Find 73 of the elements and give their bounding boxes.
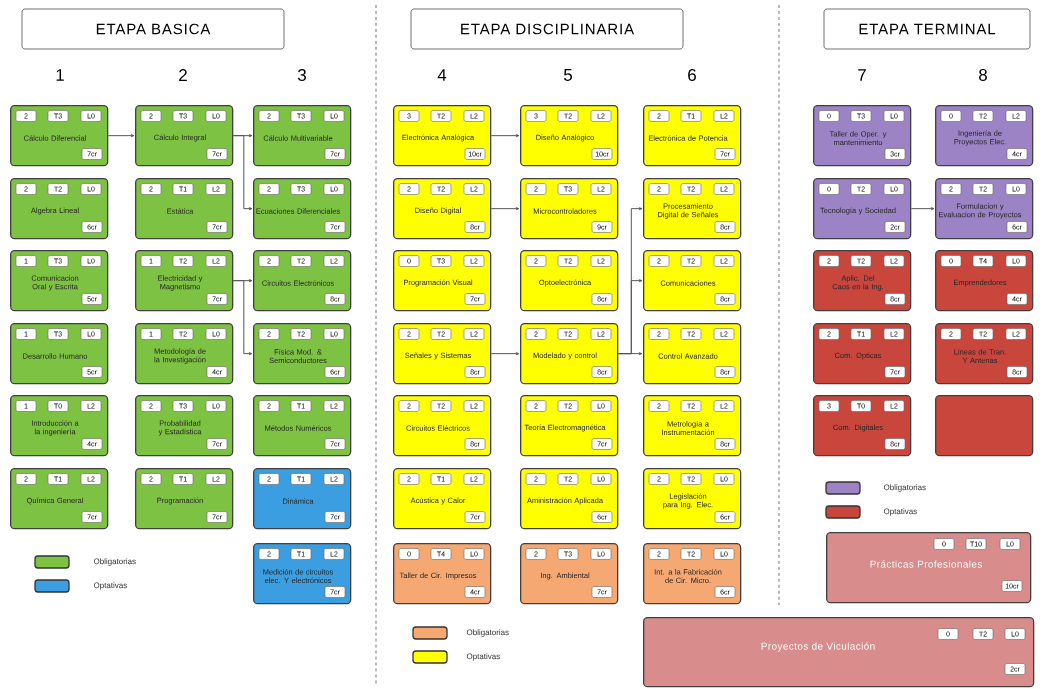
arrow: [490, 207, 520, 211]
course-box: [10, 468, 109, 530]
course-box: [643, 323, 742, 385]
course-box: [813, 323, 912, 385]
course-box: [813, 250, 912, 312]
arrow: [490, 352, 520, 356]
course-box: [520, 105, 619, 167]
arrow: [910, 207, 935, 211]
course-box: [520, 543, 619, 605]
column-number: 1: [56, 69, 64, 81]
arrow: [107, 134, 135, 138]
course-box: [10, 105, 109, 167]
column-number: 3: [297, 69, 306, 81]
course-box: [393, 323, 492, 385]
course-name: Prácticas Profesionales: [870, 560, 982, 568]
course-name: Proyectos de Viculación: [761, 642, 875, 652]
course-box: [135, 323, 234, 385]
course-box: [393, 250, 492, 312]
course-box: [935, 323, 1034, 385]
course-box: [10, 323, 109, 385]
course-box: [643, 250, 742, 312]
course-box: [520, 178, 619, 240]
column-number: 8: [979, 69, 987, 81]
stage-header: ETAPA TERMINAL: [823, 8, 1031, 50]
course-box: [393, 178, 492, 240]
course-box: [935, 250, 1034, 312]
stage-header: ETAPA DISCIPLINARIA: [410, 8, 684, 50]
course-box: [826, 532, 1032, 604]
course-box: [813, 178, 912, 240]
course-box: [253, 543, 352, 605]
course-box: [393, 395, 492, 457]
course-box: [520, 323, 619, 385]
course-box: [643, 543, 742, 605]
course-box: [135, 468, 234, 530]
course-box: [393, 105, 492, 167]
course-box: [253, 178, 352, 240]
course-box: [10, 395, 109, 457]
column-number: 5: [563, 69, 572, 81]
course-box: [520, 395, 619, 457]
course-box: [135, 250, 234, 312]
column-number: 2: [179, 69, 187, 81]
course-box: [253, 105, 352, 167]
arrow: [232, 280, 253, 356]
course-box: [520, 468, 619, 530]
course-box: [135, 395, 234, 457]
course-box: [643, 395, 742, 457]
course-box: [135, 178, 234, 240]
course-box: [10, 178, 109, 240]
course-box: [253, 250, 352, 312]
course-box: [393, 468, 492, 530]
arrow: [490, 134, 520, 138]
arrow: [232, 135, 253, 211]
course-box: [813, 105, 912, 167]
course-box: [135, 105, 234, 167]
course-box: [643, 178, 742, 240]
arrow: [617, 352, 643, 356]
course-box: [253, 468, 352, 530]
column-number: 6: [688, 69, 696, 81]
course-box: [520, 250, 619, 312]
course-box: [643, 105, 742, 167]
column-number: 4: [437, 69, 447, 81]
empty-box: [935, 395, 1034, 457]
course-box: [253, 395, 352, 457]
course-box: [643, 617, 1035, 688]
course-box: [935, 178, 1034, 240]
stage-header: ETAPA BASICA: [21, 8, 285, 50]
course-box: [393, 543, 492, 605]
course-box: [253, 323, 352, 385]
column-number: 7: [858, 69, 866, 81]
course-box: [813, 395, 912, 457]
course-box: [643, 468, 742, 530]
course-box: [10, 250, 109, 312]
course-box: [935, 105, 1034, 167]
